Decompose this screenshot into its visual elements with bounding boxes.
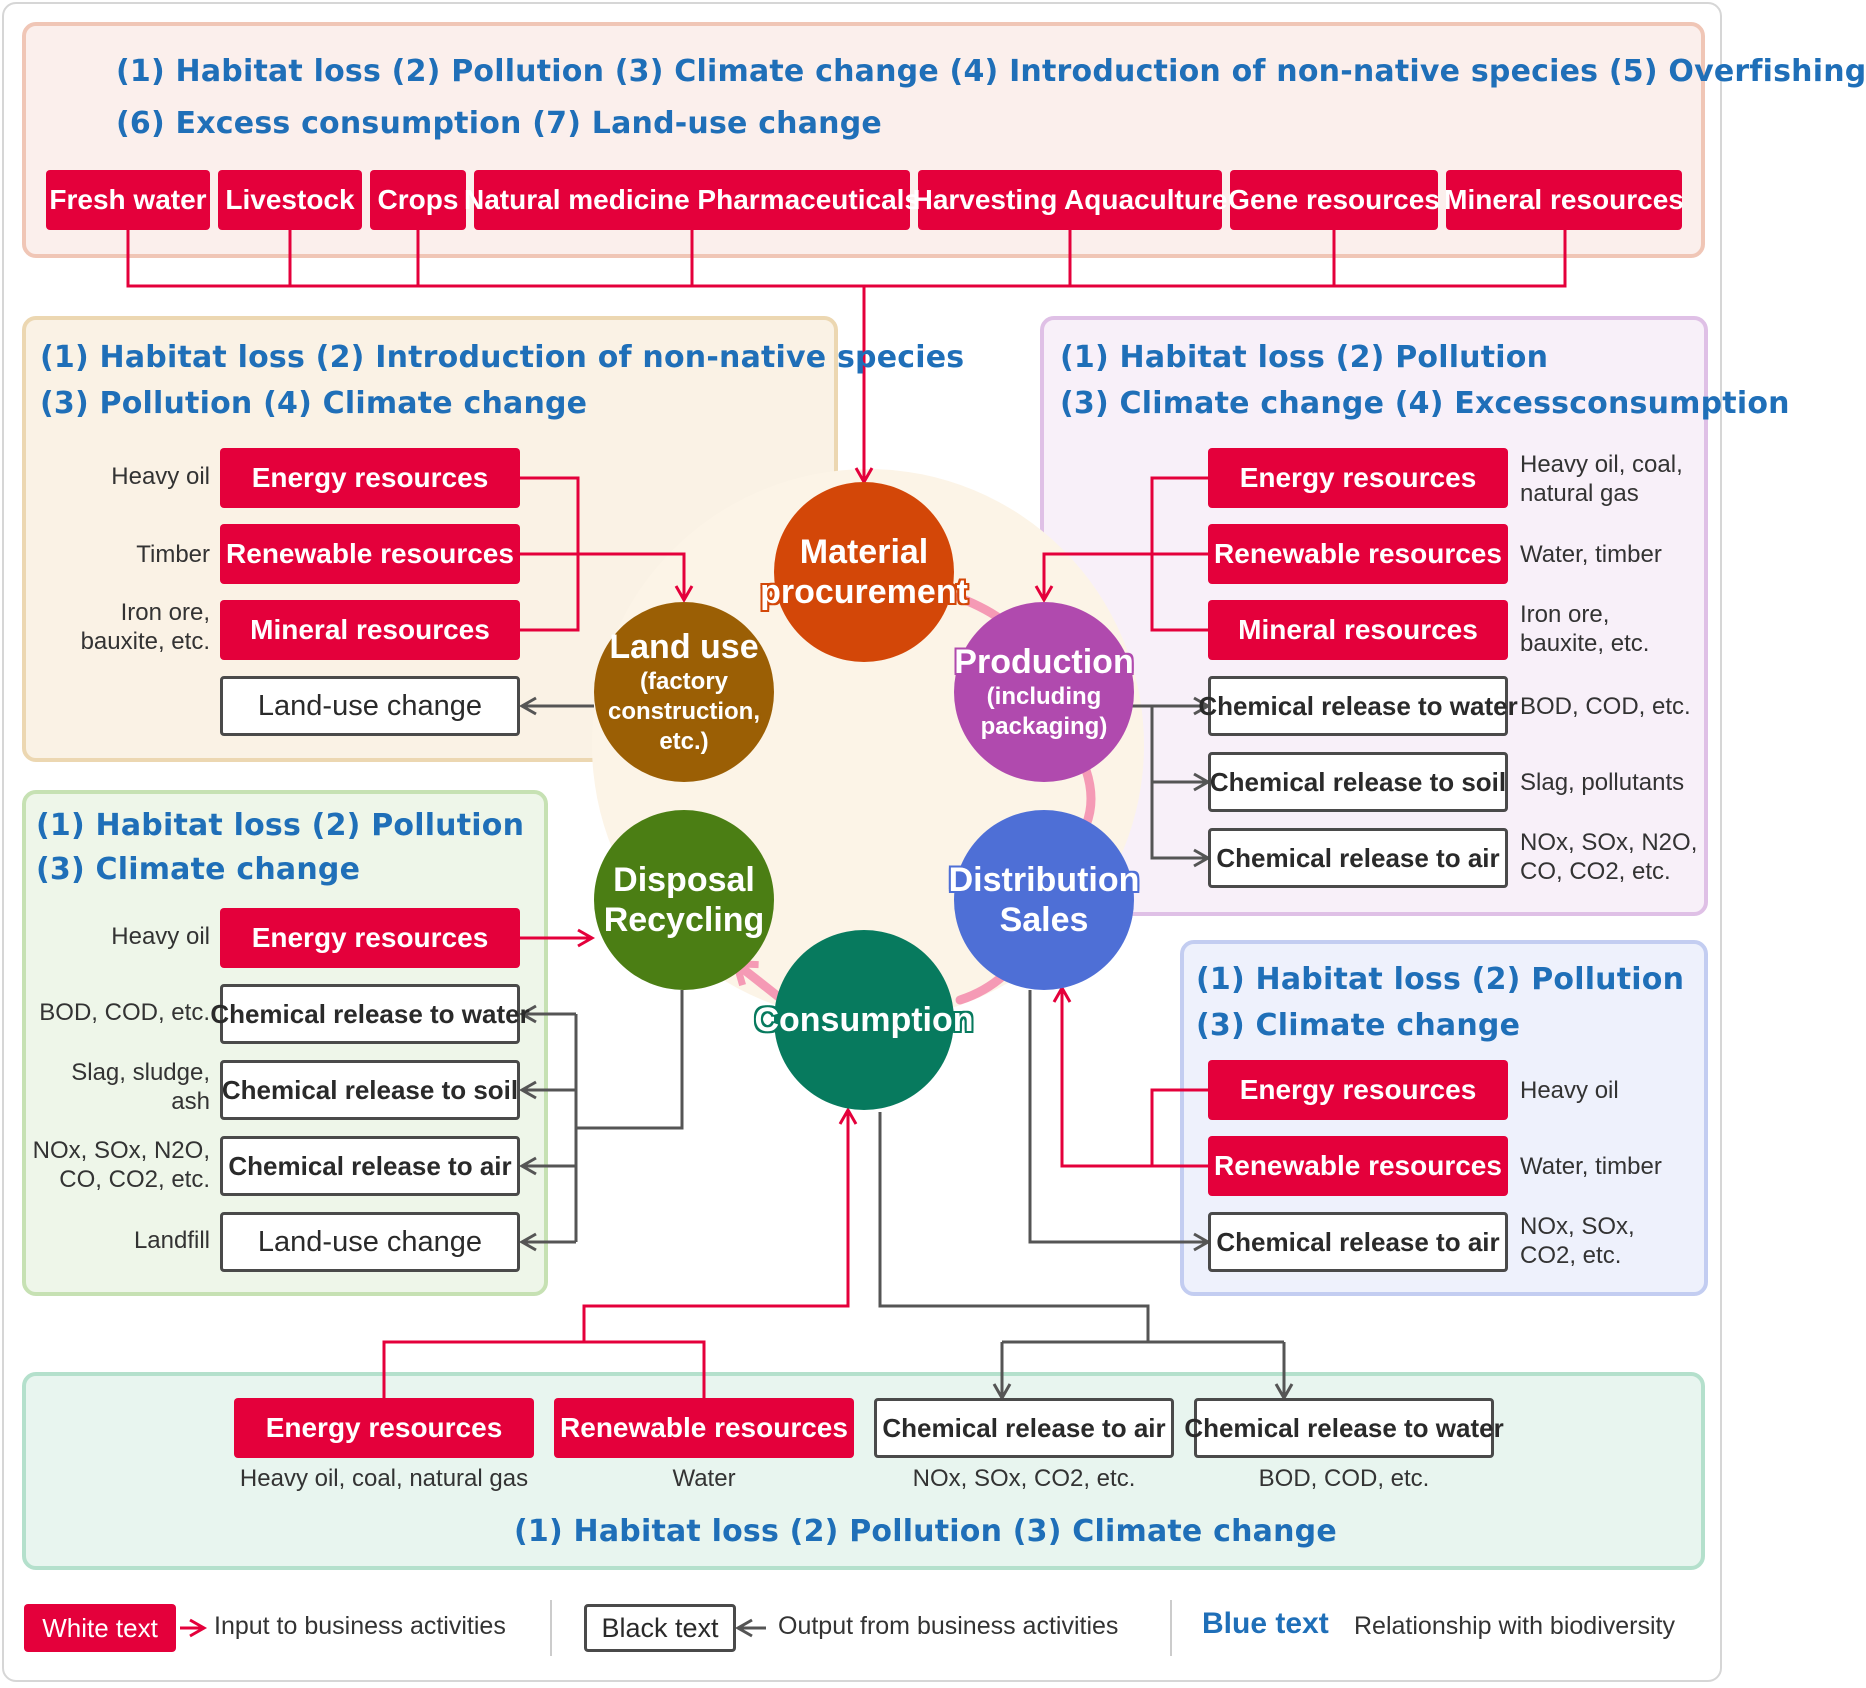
node-distribution-line1: Distribution [948,861,1140,899]
disposal-energy-note: Heavy oil [111,923,210,950]
node-disposal-line1: Disposal [613,861,755,899]
landuse-mineral-note: Iron ore, bauxite, etc. [80,599,210,655]
disposal-energy-resources: Energy resources [220,908,520,968]
production-output-lines [1132,696,1212,868]
node-production: Production (including packaging) [954,602,1134,782]
landuse-mineral-resources: Mineral resources [220,600,520,660]
node-landuse-line2: (factory [639,668,729,695]
production-chem-air-note: NOx, SOx, N2O, CO, CO2, etc. [1520,829,1698,885]
landuse-renewable-note: Timber [136,541,210,568]
disposal-chem-soil: Chemical release to soil [220,1060,520,1120]
node-land-use: Land use (factory construction, etc.) [594,602,774,782]
resource-harvesting-aquaculture: Harvesting Aquaculture [913,170,1227,230]
resource-crops: Crops [370,170,466,230]
consumption-input-lines [382,1106,858,1398]
node-material-procurement: Material procurement [760,482,968,662]
node-material-line1: Material [799,533,929,571]
node-disposal-recycling: Disposal Recycling [594,810,774,990]
resource-fresh-water: Fresh water [46,170,210,230]
production-mineral-note: Iron ore, bauxite, etc. [1520,601,1650,657]
node-disposal-line2: Recycling [603,901,765,939]
production-energy-resources: Energy resources [1208,448,1508,508]
node-landuse-line1: Land use [609,628,759,666]
consumption-renewable-resources: Renewable resources [554,1398,854,1458]
legend-white-text-sample: White text [24,1604,176,1652]
distribution-impacts-line1: (1) Habitat loss (2) Pollution [1196,962,1685,997]
outer-frame [2,2,1722,1682]
distribution-energy-note: Heavy oil [1520,1077,1619,1104]
disposal-landfill-note: Landfill [133,1227,210,1254]
top-impacts-line1: (1) Habitat loss (2) Pollution (3) Clima… [116,54,1866,89]
production-chem-water-note: BOD, COD, etc. [1520,693,1691,720]
landuse-impacts-line2: (3) Pollution (4) Climate change [40,386,588,421]
production-renewable-resources: Renewable resources [1208,524,1508,584]
production-chem-soil: Chemical release to soil [1208,752,1508,812]
disposal-chem-air: Chemical release to air [220,1136,520,1196]
node-production-line3: packaging) [980,713,1108,740]
node-distribution-sales: Distribution Sales [949,810,1139,990]
legend-divider-1 [550,1600,552,1656]
legend-input-desc: Input to business activities [214,1612,506,1640]
distribution-impacts-line2: (3) Climate change [1196,1008,1521,1043]
landuse-land-use-change: Land-use change [220,676,520,736]
consumption-chem-water-note: BOD, COD, etc. [1258,1465,1430,1492]
production-energy-note: Heavy oil, coal, natural gas [1520,451,1683,507]
landuse-energy-note: Heavy oil [111,463,210,490]
production-chem-air: Chemical release to air [1208,828,1508,888]
disposal-output-lines [518,990,684,1252]
landuse-renewable-resources: Renewable resources [220,524,520,584]
node-material-line2: procurement [760,573,968,611]
consumption-chem-water: Chemical release to water [1184,1398,1504,1458]
production-impacts-line1: (1) Habitat loss (2) Pollution [1060,340,1549,375]
distribution-energy-resources: Energy resources [1208,1060,1508,1120]
resource-natural-medicine: Natural medicine Pharmaceuticals [464,170,920,230]
consumption-output-lines [878,1112,1294,1402]
production-renewable-note: Water, timber [1520,541,1662,568]
disposal-chem-air-note: NOx, SOx, N2O, CO, CO2, etc. [32,1137,210,1193]
landuse-impacts-line1: (1) Habitat loss (2) Introduction of non… [40,340,965,375]
production-mineral-resources: Mineral resources [1208,600,1508,660]
legend-black-text-sample: Black text [584,1604,736,1652]
consumption-chem-air: Chemical release to air [874,1398,1174,1458]
legend-blue-desc: Relationship with biodiversity [1354,1612,1675,1640]
legend-divider-2 [1170,1600,1172,1656]
consumption-chem-air-note: NOx, SOx, CO2, etc. [912,1465,1136,1492]
legend-blue-text-sample: Blue text [1202,1607,1329,1640]
resource-livestock: Livestock [218,170,362,230]
distribution-renewable-resources: Renewable resources [1208,1136,1508,1196]
distribution-chem-air-note: NOx, SOx, CO2, etc. [1520,1213,1635,1269]
disposal-land-use-change: Land-use change [220,1212,520,1272]
distribution-input-lines [1052,984,1208,1168]
node-production-line1: Production [954,643,1134,681]
node-consumption: Consumption [754,930,974,1110]
distribution-renewable-note: Water, timber [1520,1153,1662,1180]
production-chem-soil-note: Slag, pollutants [1520,769,1685,796]
disposal-impacts-line1: (1) Habitat loss (2) Pollution [36,808,525,843]
top-input-lines [126,228,1567,486]
landuse-energy-resources: Energy resources [220,448,520,508]
production-impacts-line2: (3) Climate change (4) Excessconsumption [1060,386,1790,421]
landuse-input-lines [520,476,694,632]
distribution-chem-air: Chemical release to air [1208,1212,1508,1272]
node-landuse-line3: construction, etc.) [607,698,760,755]
disposal-chem-water-note: BOD, COD, etc. [39,999,210,1026]
consumption-renewable-note: Water [672,1465,736,1492]
disposal-chem-soil-note: Slag, sludge, ash [71,1059,210,1115]
node-distribution-line2: Sales [999,901,1089,939]
node-consumption-line1: Consumption [754,1001,974,1039]
node-production-line2: (including [986,683,1102,710]
resource-mineral: Mineral resources [1444,170,1684,230]
consumption-energy-resources: Energy resources [234,1398,534,1458]
consumption-energy-note: Heavy oil, coal, natural gas [239,1465,529,1492]
disposal-chem-water: Chemical release to water [210,984,530,1044]
production-chem-water: Chemical release to water [1198,676,1518,736]
legend-output-desc: Output from business activities [778,1612,1119,1640]
disposal-impacts-line2: (3) Climate change [36,852,361,887]
resource-gene: Gene resources [1228,170,1440,230]
production-input-lines [1034,476,1208,632]
consumption-impacts: (1) Habitat loss (2) Pollution (3) Clima… [514,1514,1337,1549]
top-impacts-line2: (6) Excess consumption (7) Land-use chan… [116,106,882,141]
